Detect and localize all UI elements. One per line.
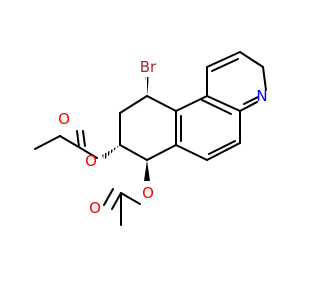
bond-c-c <box>175 95 208 112</box>
molecule-structure: Br N O O O O <box>34 51 268 226</box>
bond-c-o-double <box>82 130 86 147</box>
hashed-wedge-bond <box>102 145 120 160</box>
oxygen-label: O <box>58 110 70 128</box>
bond-double-inner <box>201 99 232 115</box>
bond-double-inner <box>208 140 236 155</box>
bond-c-c <box>175 144 208 161</box>
bond-double-inner <box>211 58 239 72</box>
bond-c-c <box>146 144 177 161</box>
bond-c-c <box>206 51 241 68</box>
bond-c-n <box>262 66 267 91</box>
oxygen-label: O <box>89 199 101 217</box>
bond-o-c <box>120 192 141 205</box>
bond-c-c <box>206 142 241 161</box>
bond-c-o-double <box>111 192 122 210</box>
bond-n-c <box>239 101 258 112</box>
bond-c-c <box>119 144 148 161</box>
bond-lines <box>34 51 267 226</box>
bond-c-o-double <box>76 130 80 148</box>
bond-c-c <box>34 135 61 150</box>
bond-double-inner <box>243 96 259 105</box>
solid-wedge-bond <box>144 160 150 181</box>
nitrogen-label: N <box>256 87 267 105</box>
bond-c-o-double <box>103 188 114 206</box>
oxygen-label: O <box>85 152 97 170</box>
oxygen-label: O <box>142 184 154 202</box>
structure-canvas: Br N O O O O <box>34 51 268 226</box>
bromine-label: Br <box>140 58 157 76</box>
bond-c-c <box>146 95 177 112</box>
bond-o-c <box>81 148 98 159</box>
bond-c-c <box>119 95 148 114</box>
hashed-wedge-bond <box>145 77 149 96</box>
bond-c-c <box>239 51 264 68</box>
bond-c-c <box>206 95 241 112</box>
